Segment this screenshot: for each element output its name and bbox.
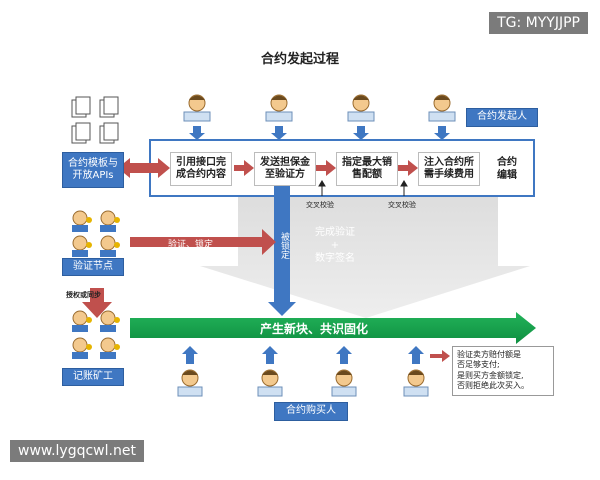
contract-edit-line2: 编辑 <box>497 170 517 181</box>
watermark-label: TG: MYYJJPP <box>489 12 588 34</box>
buyer-person-icons <box>177 369 429 397</box>
templates-label: 合约模板与 开放APIs <box>62 152 124 188</box>
authorize-label: 授权或同步 <box>66 291 101 299</box>
done-verify-group: 完成验证 + 数字签名 <box>300 226 370 265</box>
authorize-arrow <box>82 288 112 318</box>
site-label: www.lygqcwl.net <box>10 440 144 462</box>
step-1-line2: 成合约内容 <box>176 169 226 180</box>
step-4-line1: 注入合约所 <box>424 156 474 168</box>
initiator-arrows <box>189 126 450 140</box>
step-3-line1: 指定最大销 <box>342 156 392 168</box>
step-box-2: 发送担保金 至验证方 <box>254 152 316 186</box>
contract-edit-label: 合约 编辑 <box>492 156 522 182</box>
step-box-4: 注入合约所 需手续费用 <box>418 152 480 186</box>
step-2-line2: 至验证方 <box>265 169 305 180</box>
step-2-line1: 发送担保金 <box>260 156 310 168</box>
plus-text: + <box>330 240 340 251</box>
note-line2: 否足够支付; <box>457 360 500 370</box>
buyer-label: 合约购买人 <box>274 402 348 421</box>
note-pointer <box>430 350 450 362</box>
done-verify-text: 完成验证 <box>315 227 355 238</box>
templates-label-line1: 合约模板与 <box>68 157 118 169</box>
note-box: 验证卖方赔付额是 否足够支付; 是则买方金额锁定, 否则拒绝此次买入。 <box>452 346 554 396</box>
locked-arrow <box>268 162 296 316</box>
note-line1: 验证卖方赔付额是 <box>457 350 521 359</box>
contract-edit-line1: 合约 <box>497 157 517 168</box>
note-line4: 否则拒绝此次买入。 <box>457 381 529 391</box>
page-title: 合约发起过程 <box>260 52 339 67</box>
locked-text: 被锁定 <box>279 232 289 259</box>
step-box-3: 指定最大销 售配额 <box>336 152 398 186</box>
step-arrows <box>234 160 418 176</box>
verify-node-person-icons <box>72 210 120 257</box>
verify-node-label: 验证节点 <box>62 258 124 276</box>
new-block-arrow <box>130 312 536 344</box>
cross-check-label-1: 交叉校验 <box>306 201 334 209</box>
cross-check-arrows <box>318 180 408 196</box>
buyer-arrows <box>182 346 424 364</box>
digital-sign-text: 数字签名 <box>315 253 355 264</box>
note-line3: 是则买方金额锁定, <box>457 370 524 380</box>
initiator-label: 合约发起人 <box>466 108 538 127</box>
template-double-arrow <box>118 158 170 178</box>
miner-label: 记账矿工 <box>62 368 124 386</box>
cross-check-label-2: 交叉校验 <box>388 201 416 209</box>
step-4-line2: 需手续费用 <box>424 169 474 180</box>
initiator-person-icons <box>183 94 456 122</box>
step-3-line2: 售配额 <box>352 169 382 180</box>
templates-label-line2: 开放APIs <box>72 170 114 181</box>
verify-lock-text: 验证、锁定 <box>168 240 214 250</box>
document-icons <box>71 96 119 144</box>
miner-person-icons <box>72 310 120 359</box>
step-box-1: 引用接口完 成合约内容 <box>170 152 232 186</box>
verify-lock-arrow <box>130 229 276 255</box>
new-block-text: 产生新块、共识固化 <box>260 322 369 336</box>
step-1-line1: 引用接口完 <box>176 156 226 168</box>
